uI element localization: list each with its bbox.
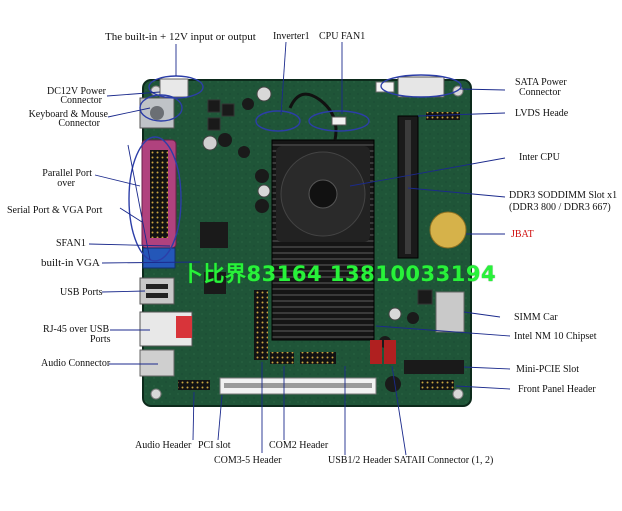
label-audio-header: Audio Header (135, 440, 192, 451)
label-keyboard-mouse: Keyboard & Mouse (28, 109, 108, 120)
label-nm10-chipset: Intel NM 10 Chipset (514, 331, 597, 342)
label-com35-header: COM3-5 Header (214, 455, 282, 466)
label-inter-cpu: Inter CPU (519, 152, 560, 163)
capacitors (202, 86, 419, 392)
label-sfan1: SFAN1 (56, 238, 86, 249)
mount-hole (150, 388, 162, 400)
label-mini-pcie: Mini-PCIE Slot (516, 364, 580, 375)
label-pci-slot: PCI slot (198, 440, 231, 451)
label-lvds-header: LVDS Heade (515, 108, 569, 119)
callout-circles (128, 74, 462, 262)
audio-jacks (139, 349, 175, 377)
label-front-panel: Front Panel Header (518, 384, 596, 395)
top-header (375, 81, 395, 93)
ps2-hole (150, 106, 164, 120)
label-audio-connector: Audio Connector (41, 358, 111, 369)
label-usb-ports: USB Ports (60, 287, 103, 298)
usb-header (300, 352, 336, 364)
label-dc12v-power-2: Connector (60, 95, 102, 106)
label-usb12-sata: USB1/2 Header SATAII Connector (1, 2) (328, 455, 494, 466)
sim-card-slot (435, 291, 465, 333)
front-panel-header (420, 380, 454, 390)
sata-connector (370, 340, 382, 364)
label-com2-header: COM2 Header (269, 440, 329, 451)
label-dc12v-power: DC12V Power (47, 86, 106, 97)
usb-port-slot (146, 284, 168, 289)
vga-port (142, 247, 176, 269)
callout-lines (88, 41, 511, 456)
cpu-fan-hub (308, 179, 338, 209)
label-serial-vga: Serial Port & VGA Port (7, 205, 103, 216)
label-parallel-port-2: over (57, 178, 75, 189)
cpu-fan-connector (331, 116, 347, 126)
label-ddr3-slot-2: (DDR3 800 / DDR3 667) (509, 202, 611, 213)
mini-pcie-slot (404, 360, 464, 374)
pci-slot-pins (224, 383, 372, 388)
label-rj45-usb: RJ-45 over USB (43, 324, 110, 335)
label-jbat: JBAT (511, 229, 534, 240)
audio-header-pins (178, 380, 210, 390)
com-header (254, 290, 268, 360)
ddr3-slot-channel (405, 120, 411, 254)
label-parallel-port: Parallel Port (42, 168, 92, 179)
label-simm-car: SIMM Car (514, 312, 558, 323)
rj45-jack (176, 316, 192, 338)
label-cpu-fan1: CPU FAN1 (319, 31, 366, 42)
dc12v-connector (159, 78, 189, 98)
sata-connector (384, 340, 396, 364)
sata-power-connector (397, 76, 445, 98)
label-ddr3-slot: DDR3 SODDIMM Slot x1 (509, 190, 618, 201)
parallel-port-pins (150, 150, 168, 238)
label-sata-power: SATA Power (515, 77, 567, 88)
usb-port-slot (146, 293, 168, 298)
mount-hole (452, 388, 464, 400)
cmos-battery (429, 211, 467, 249)
chokes (207, 99, 433, 305)
lan-chip (204, 272, 226, 294)
super-io-chip (200, 222, 228, 248)
usb-port (139, 277, 175, 305)
fan-cable (288, 92, 338, 141)
com2-header (270, 352, 294, 364)
lvds-header (426, 112, 460, 120)
label-rj45-usb-2: Ports (90, 334, 111, 345)
label-builtin-12v: The built-in + 12V input or output (105, 31, 256, 43)
label-builtin-vga: built-in VGA (41, 257, 100, 269)
watermark-text: 卜比界83164 13810033194 (182, 262, 497, 286)
label-inverter1: Inverter1 (273, 31, 310, 42)
label-sata-power-2: Connector (519, 87, 561, 98)
label-keyboard-mouse-2: Connector (58, 118, 100, 129)
